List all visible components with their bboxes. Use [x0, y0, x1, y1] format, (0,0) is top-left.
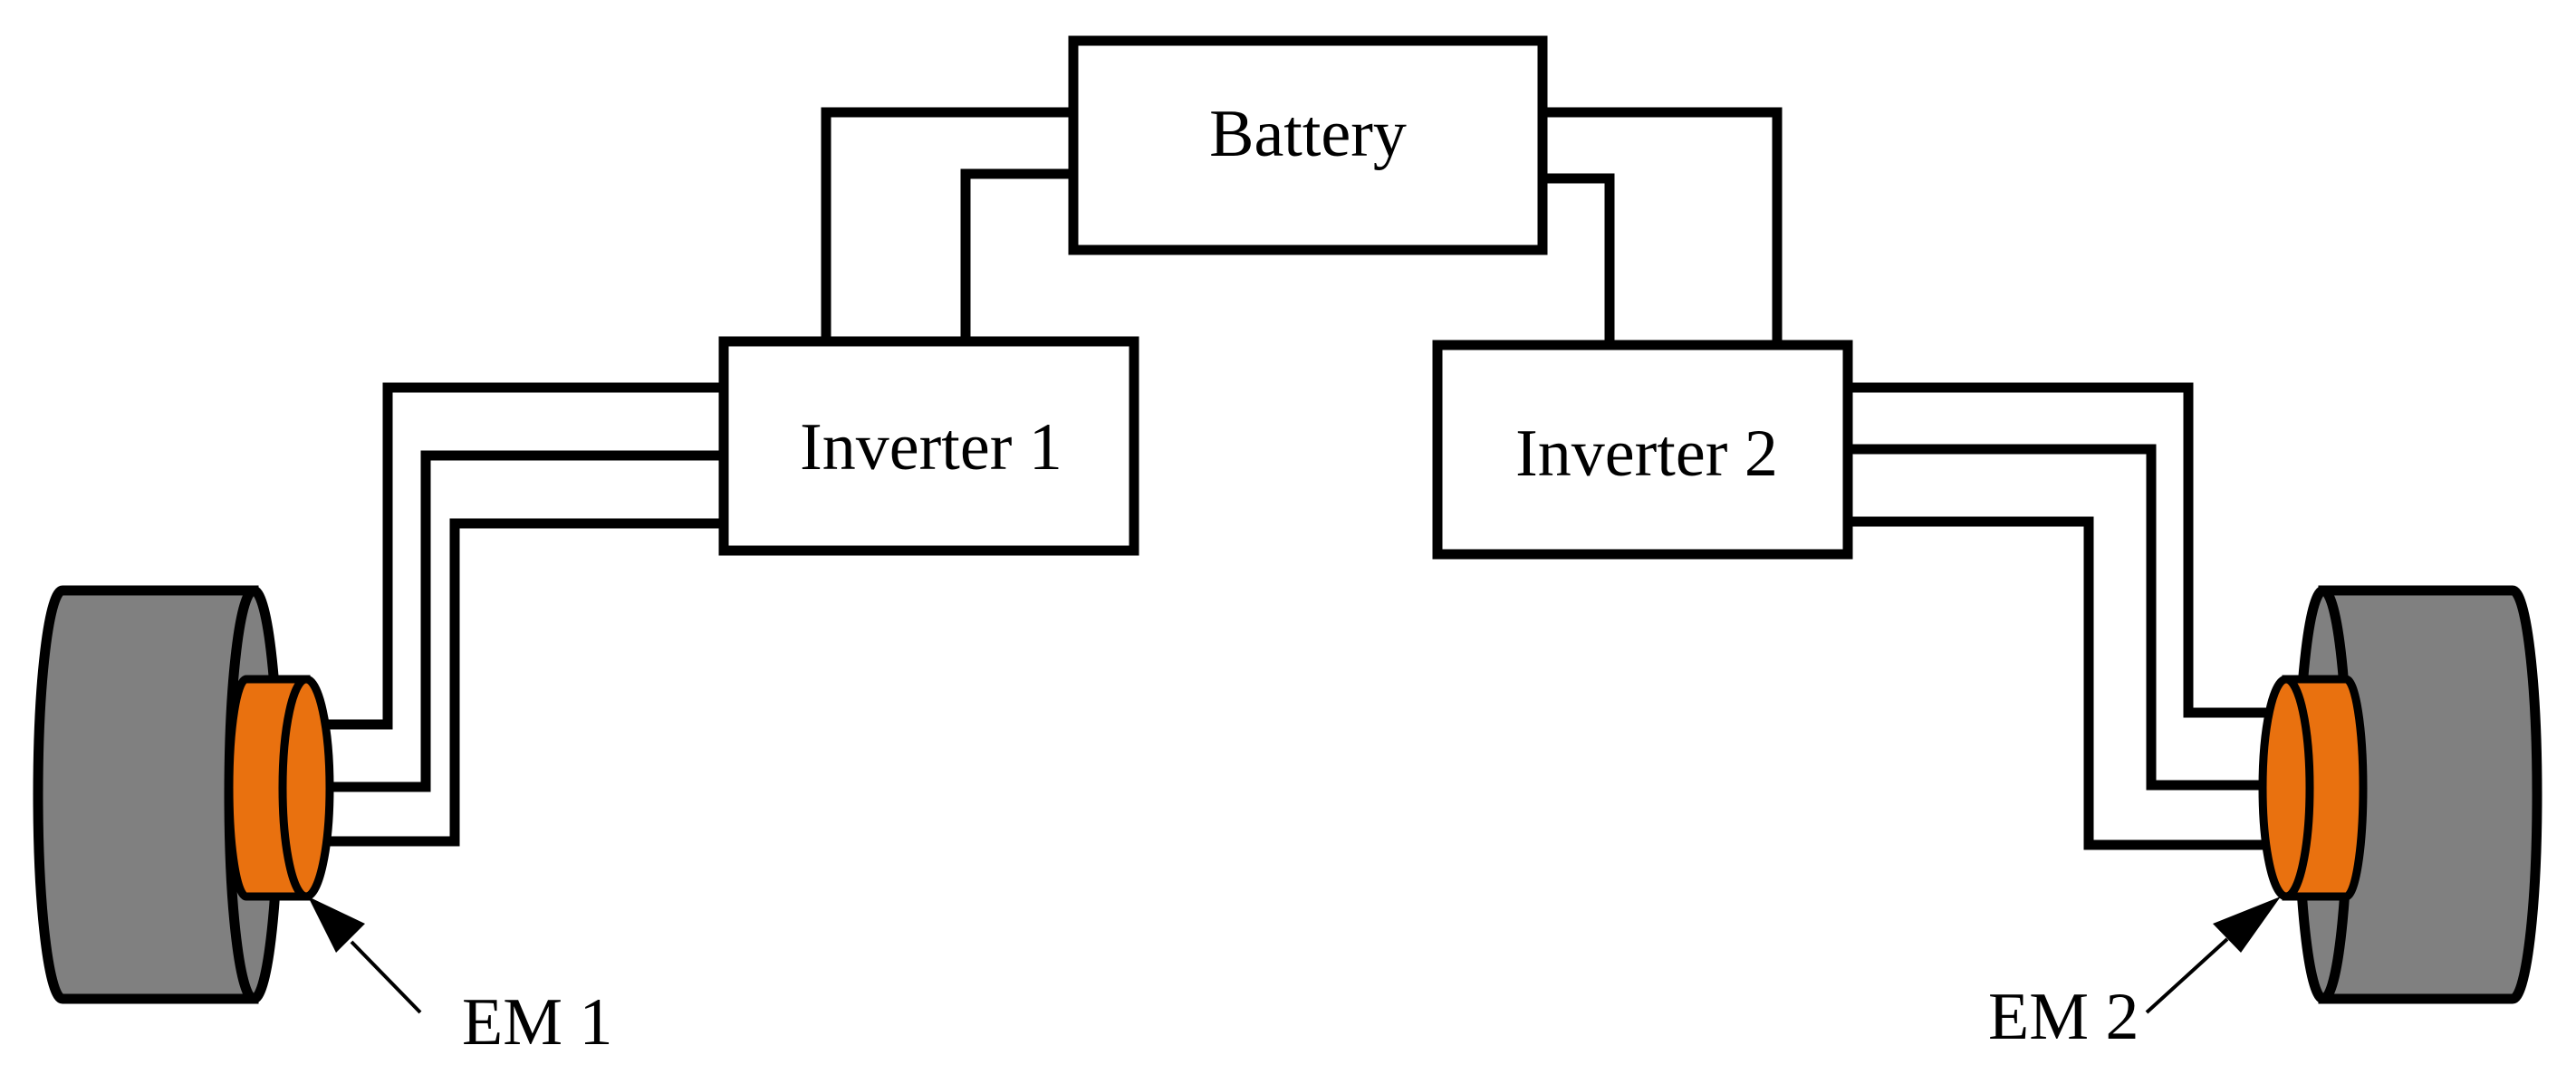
inverter-1-label: Inverter 1 [800, 410, 1062, 484]
em-1-pointer [308, 897, 422, 1014]
inverter-2-em-2-phase-a-wire [1842, 382, 2268, 718]
em-2-pointer [2145, 897, 2281, 1014]
em-1-pointer-line [350, 940, 422, 1014]
em-2-motor-face [2258, 675, 2314, 901]
inverter-2-block: Inverter 2 [1432, 340, 1853, 560]
battery-inverter-2-outer-wire [1537, 107, 1783, 350]
em-1-motor-face [278, 675, 334, 901]
left-wheel-assembly [33, 585, 334, 1004]
battery-inverter-2-wires [1537, 107, 1783, 350]
em-2-pointer-arrowhead [2213, 897, 2281, 953]
battery-block: Battery [1068, 35, 1548, 255]
inverter-2-em-2-phase-b-wire [1842, 444, 2268, 791]
right-wheel-assembly [2258, 585, 2542, 1004]
battery-inverter-1-wires [821, 107, 1079, 347]
battery-box [1068, 35, 1548, 255]
inverter-1-block: Inverter 1 [718, 336, 1139, 556]
inverter-2-box [1432, 340, 1853, 560]
inverter-1-em-1-wires [326, 382, 729, 847]
inverter-2-em-2-phase-c-wire [1842, 516, 2268, 850]
inverter-1-box [718, 336, 1139, 556]
em-1-pointer-arrowhead [308, 897, 365, 953]
battery-inverter-1-outer-wire [821, 107, 1079, 347]
inverter-2-em-2-wires [1842, 382, 2268, 850]
inverter-2-label: Inverter 2 [1515, 417, 1778, 491]
battery-inverter-1-inner-wire [960, 168, 1079, 347]
inverter-1-em-1-phase-c-wire [326, 518, 729, 847]
inverter-1-em-1-phase-b-wire [326, 450, 729, 792]
em-2-pointer-line [2145, 937, 2229, 1014]
inverter-1-em-1-phase-a-wire [326, 382, 729, 730]
left-wheel [33, 585, 259, 1004]
right-wheel [2318, 585, 2542, 1004]
battery-label: Battery [1209, 97, 1407, 171]
em-1-label: EM 1 [462, 985, 613, 1060]
battery-inverter-2-inner-wire [1537, 173, 1615, 350]
em-2-label: EM 2 [1988, 980, 2139, 1054]
